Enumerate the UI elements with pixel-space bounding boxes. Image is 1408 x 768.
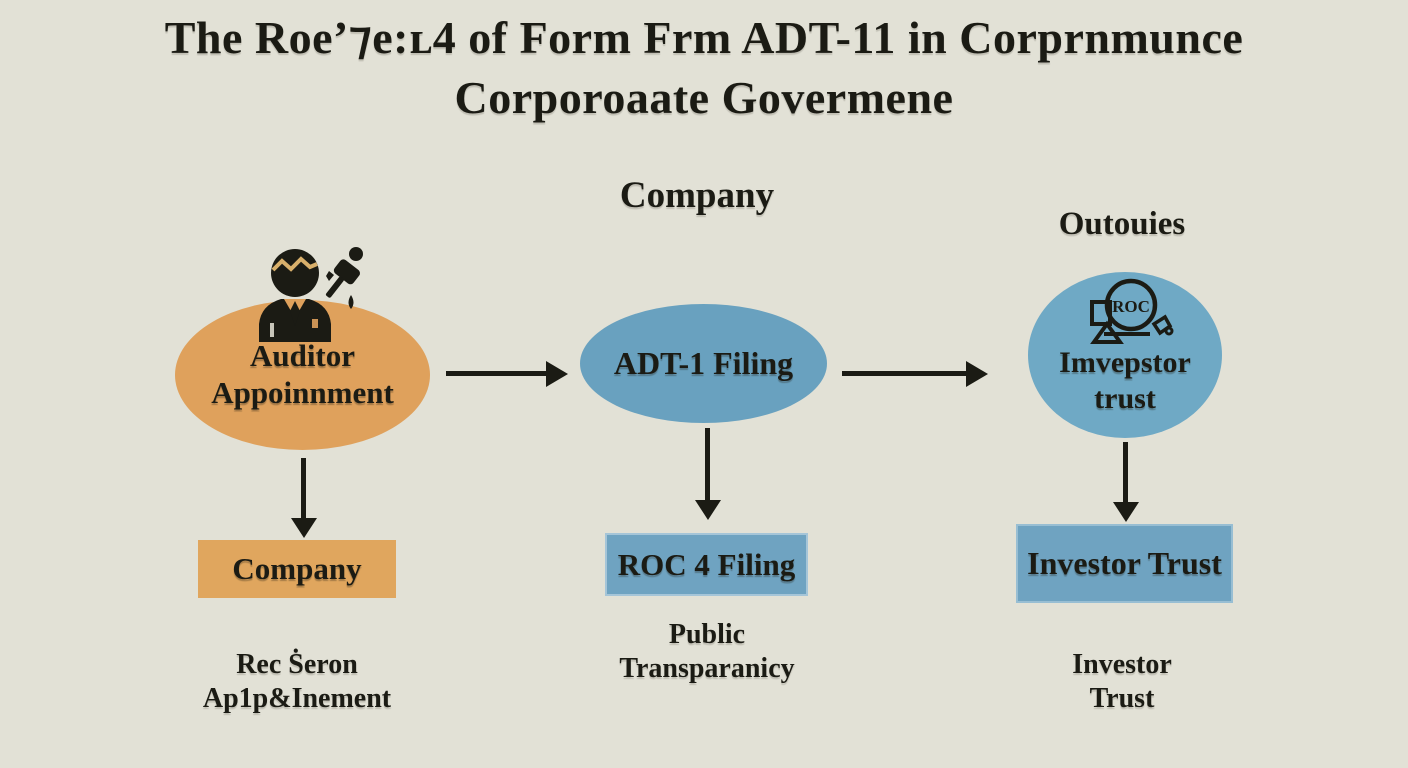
arrow-adt1-to-investor bbox=[842, 371, 966, 376]
caption-public-line2: Transparanicy bbox=[619, 653, 795, 685]
caption-auditor: Rec Ṡeron Ap1p&Inement bbox=[147, 648, 447, 716]
arrow-auditor-to-adt1 bbox=[446, 371, 546, 376]
caption-auditor-line1: Rec Ṡeron bbox=[236, 649, 358, 680]
node-investor-label-line2: trust bbox=[1094, 381, 1156, 415]
node-adt1-filing: ADT-1 Filing bbox=[580, 304, 827, 423]
caption-public-line1: Public bbox=[668, 619, 746, 650]
box-company-label: Company bbox=[232, 551, 362, 586]
node-investor-label-line1: Imvepstor bbox=[1059, 346, 1191, 380]
arrow-investor-to-investor-trust bbox=[1123, 442, 1128, 502]
caption-investor-line1: Investor bbox=[1072, 649, 1172, 680]
node-auditor-label-line1: Auditor bbox=[249, 338, 356, 374]
roc-badge-icon: ROC bbox=[1090, 278, 1174, 344]
node-auditor-label-line2: Appoinnment bbox=[211, 375, 394, 410]
caption-investor-trust: Investor Trust bbox=[972, 648, 1272, 716]
caption-public-transparency: Public Transparanicy bbox=[557, 618, 857, 686]
page-title: The Roeʼ⁊e:ʟ4 of Form Frm ADT-11 in Corp… bbox=[0, 8, 1408, 128]
arrow-auditor-to-company bbox=[301, 458, 306, 518]
node-investor-trust: Imvepstor trust bbox=[1028, 272, 1222, 438]
auditor-person-icon bbox=[259, 247, 363, 342]
box-roc-filing: ROC 4 Filing bbox=[605, 533, 808, 596]
column-header-company: Company bbox=[619, 175, 775, 216]
caption-investor-line2: Trust bbox=[1089, 683, 1155, 715]
box-company: Company bbox=[198, 540, 396, 598]
column-header-outcomes: Outouies bbox=[1058, 206, 1186, 242]
box-investor-trust: Investor Trust bbox=[1016, 524, 1233, 603]
box-roc-filing-label: ROC 4 Filing bbox=[617, 546, 796, 582]
box-investor-trust-label: Investor Trust bbox=[1027, 545, 1222, 581]
page-title-line2: Corporoaate Govermene bbox=[454, 71, 954, 123]
caption-auditor-line2: Ap1p&Inement bbox=[202, 683, 392, 715]
node-adt1-label: ADT-1 Filing bbox=[613, 344, 794, 381]
roc-icon-label: ROC bbox=[1112, 297, 1150, 316]
page-title-line1: The Roeʼ⁊e:ʟ4 of Form Frm ADT-11 in Corp… bbox=[164, 12, 1244, 63]
arrow-adt1-to-roc-filing bbox=[705, 428, 710, 500]
